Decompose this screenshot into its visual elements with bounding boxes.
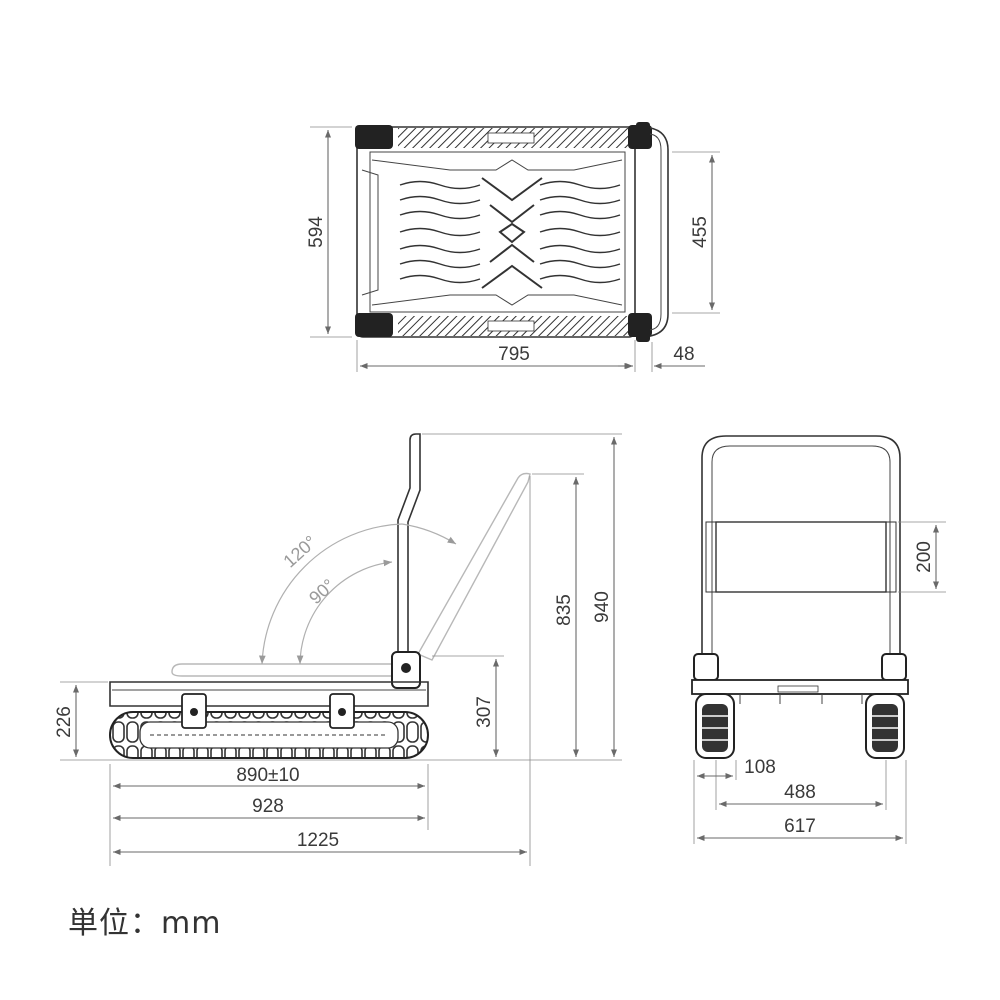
dim-side-base-height: 226 bbox=[54, 706, 75, 738]
front-wheel-left bbox=[695, 693, 735, 759]
dim-side-track-length: 928 bbox=[252, 796, 284, 817]
dim-side-platform-height: 307 bbox=[474, 696, 495, 728]
front-wheel-right bbox=[865, 693, 905, 759]
dim-top-inner-depth: 455 bbox=[690, 216, 711, 248]
dim-top-handle-depth: 48 bbox=[673, 344, 694, 365]
dim-side-total-length: 1225 bbox=[297, 830, 339, 851]
dim-side-total-height: 940 bbox=[592, 591, 613, 623]
dim-front-total-width: 617 bbox=[784, 816, 816, 837]
dim-front-inner-width: 488 bbox=[784, 782, 816, 803]
angle-narrow: 90° bbox=[305, 575, 339, 608]
front-view: 200 108 488 617 bbox=[691, 435, 946, 844]
side-handle-upright bbox=[397, 433, 421, 661]
top-logo-plate bbox=[487, 132, 535, 144]
front-panel bbox=[715, 521, 887, 593]
top-caster-fl bbox=[355, 125, 393, 149]
top-ribs-right bbox=[539, 180, 621, 284]
unit-label: 単位：mm bbox=[68, 906, 222, 941]
dim-side-wheelbase: 890±10 bbox=[236, 765, 299, 786]
top-platform-outline bbox=[356, 126, 636, 338]
top-view: 594 455 795 48 bbox=[306, 122, 720, 372]
dim-front-panel-height: 200 bbox=[914, 541, 935, 573]
bottom-logo-plate bbox=[487, 320, 535, 332]
top-caster-rl bbox=[355, 313, 393, 337]
top-deck bbox=[369, 151, 626, 313]
side-handle-folded bbox=[171, 663, 409, 677]
top-handle bbox=[639, 126, 669, 338]
side-handle-tilted bbox=[417, 472, 531, 661]
top-x-motif bbox=[481, 177, 543, 289]
side-platform bbox=[109, 681, 429, 707]
front-platform bbox=[691, 679, 909, 695]
side-view: 120° 90° 940 835 307 226 890±10 928 1225 bbox=[54, 433, 622, 866]
dim-side-tilted-height: 835 bbox=[554, 594, 575, 626]
dim-top-depth: 594 bbox=[306, 216, 327, 248]
dim-top-width: 795 bbox=[498, 344, 530, 365]
angle-wide: 120° bbox=[279, 532, 320, 572]
dim-front-wheel-width: 108 bbox=[744, 757, 776, 778]
front-handle-outer bbox=[701, 435, 901, 666]
top-ribs-left bbox=[399, 180, 481, 284]
